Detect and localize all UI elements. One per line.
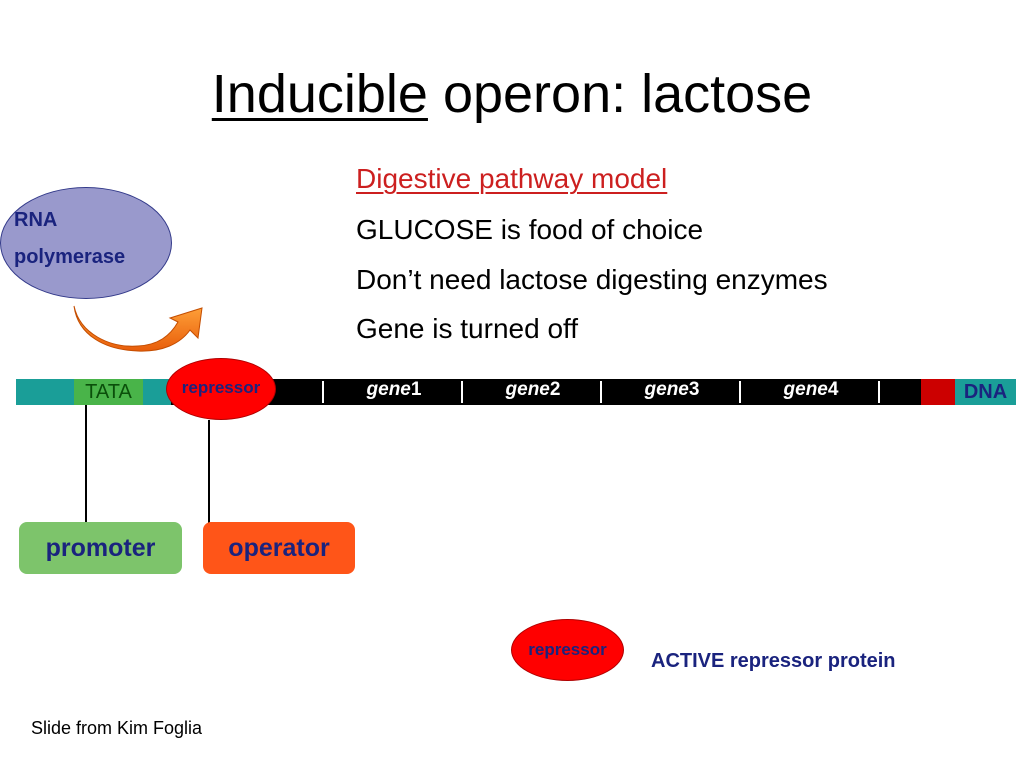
promoter-leader-line <box>85 405 87 523</box>
bullet-line: Don’t need lactose digesting enzymes <box>356 264 828 295</box>
gene-region <box>171 379 921 405</box>
repressor-label: repressor <box>528 640 607 659</box>
bullet-heading: Digestive pathway model <box>356 163 668 194</box>
gene-divider <box>878 381 880 403</box>
slide-credit: Slide from Kim Foglia <box>31 718 203 738</box>
bullet-line: GLUCOSE is food of choice <box>356 214 704 245</box>
operator-leader-line <box>208 420 210 523</box>
dna-label: DNA <box>963 381 1008 403</box>
active-repressor-label: ACTIVE repressor protein <box>651 650 896 672</box>
bullet-line: Gene is turned off <box>356 313 579 344</box>
dna-segment <box>16 379 74 405</box>
dna-strand: TATA gene1 gene2 gene3 gene4 DNA <box>16 379 1016 405</box>
title-underlined-word: Inducible <box>211 64 428 124</box>
operator-box: operator <box>203 522 355 574</box>
gene-label: gene3 <box>644 379 700 400</box>
tata-label: TATA <box>85 381 132 403</box>
repressor-label: repressor <box>181 378 261 397</box>
dna-label-segment <box>955 379 1016 405</box>
gene-divider <box>322 381 324 403</box>
repressor-bound: repressor <box>166 358 276 420</box>
gene-divider <box>739 381 741 403</box>
promoter-box: promoter <box>19 522 182 574</box>
rna-polymerase-label: RNA <box>14 209 58 231</box>
gene-label: gene1 <box>366 379 422 400</box>
terminator-segment <box>921 379 955 405</box>
repressor-free: repressor <box>511 619 624 681</box>
rna-polymerase-ellipse <box>0 187 172 299</box>
gene-label: gene2 <box>505 379 561 400</box>
gene-divider <box>600 381 602 403</box>
tata-box <box>74 379 143 405</box>
gene-label: gene4 <box>783 379 839 400</box>
gene-divider <box>461 381 463 403</box>
slide-title: Inducible operon: lactose <box>0 62 1024 126</box>
rna-polymerase-label: polymerase <box>14 246 126 268</box>
title-rest: operon: lactose <box>427 64 813 124</box>
curved-arrow-icon <box>73 305 203 352</box>
